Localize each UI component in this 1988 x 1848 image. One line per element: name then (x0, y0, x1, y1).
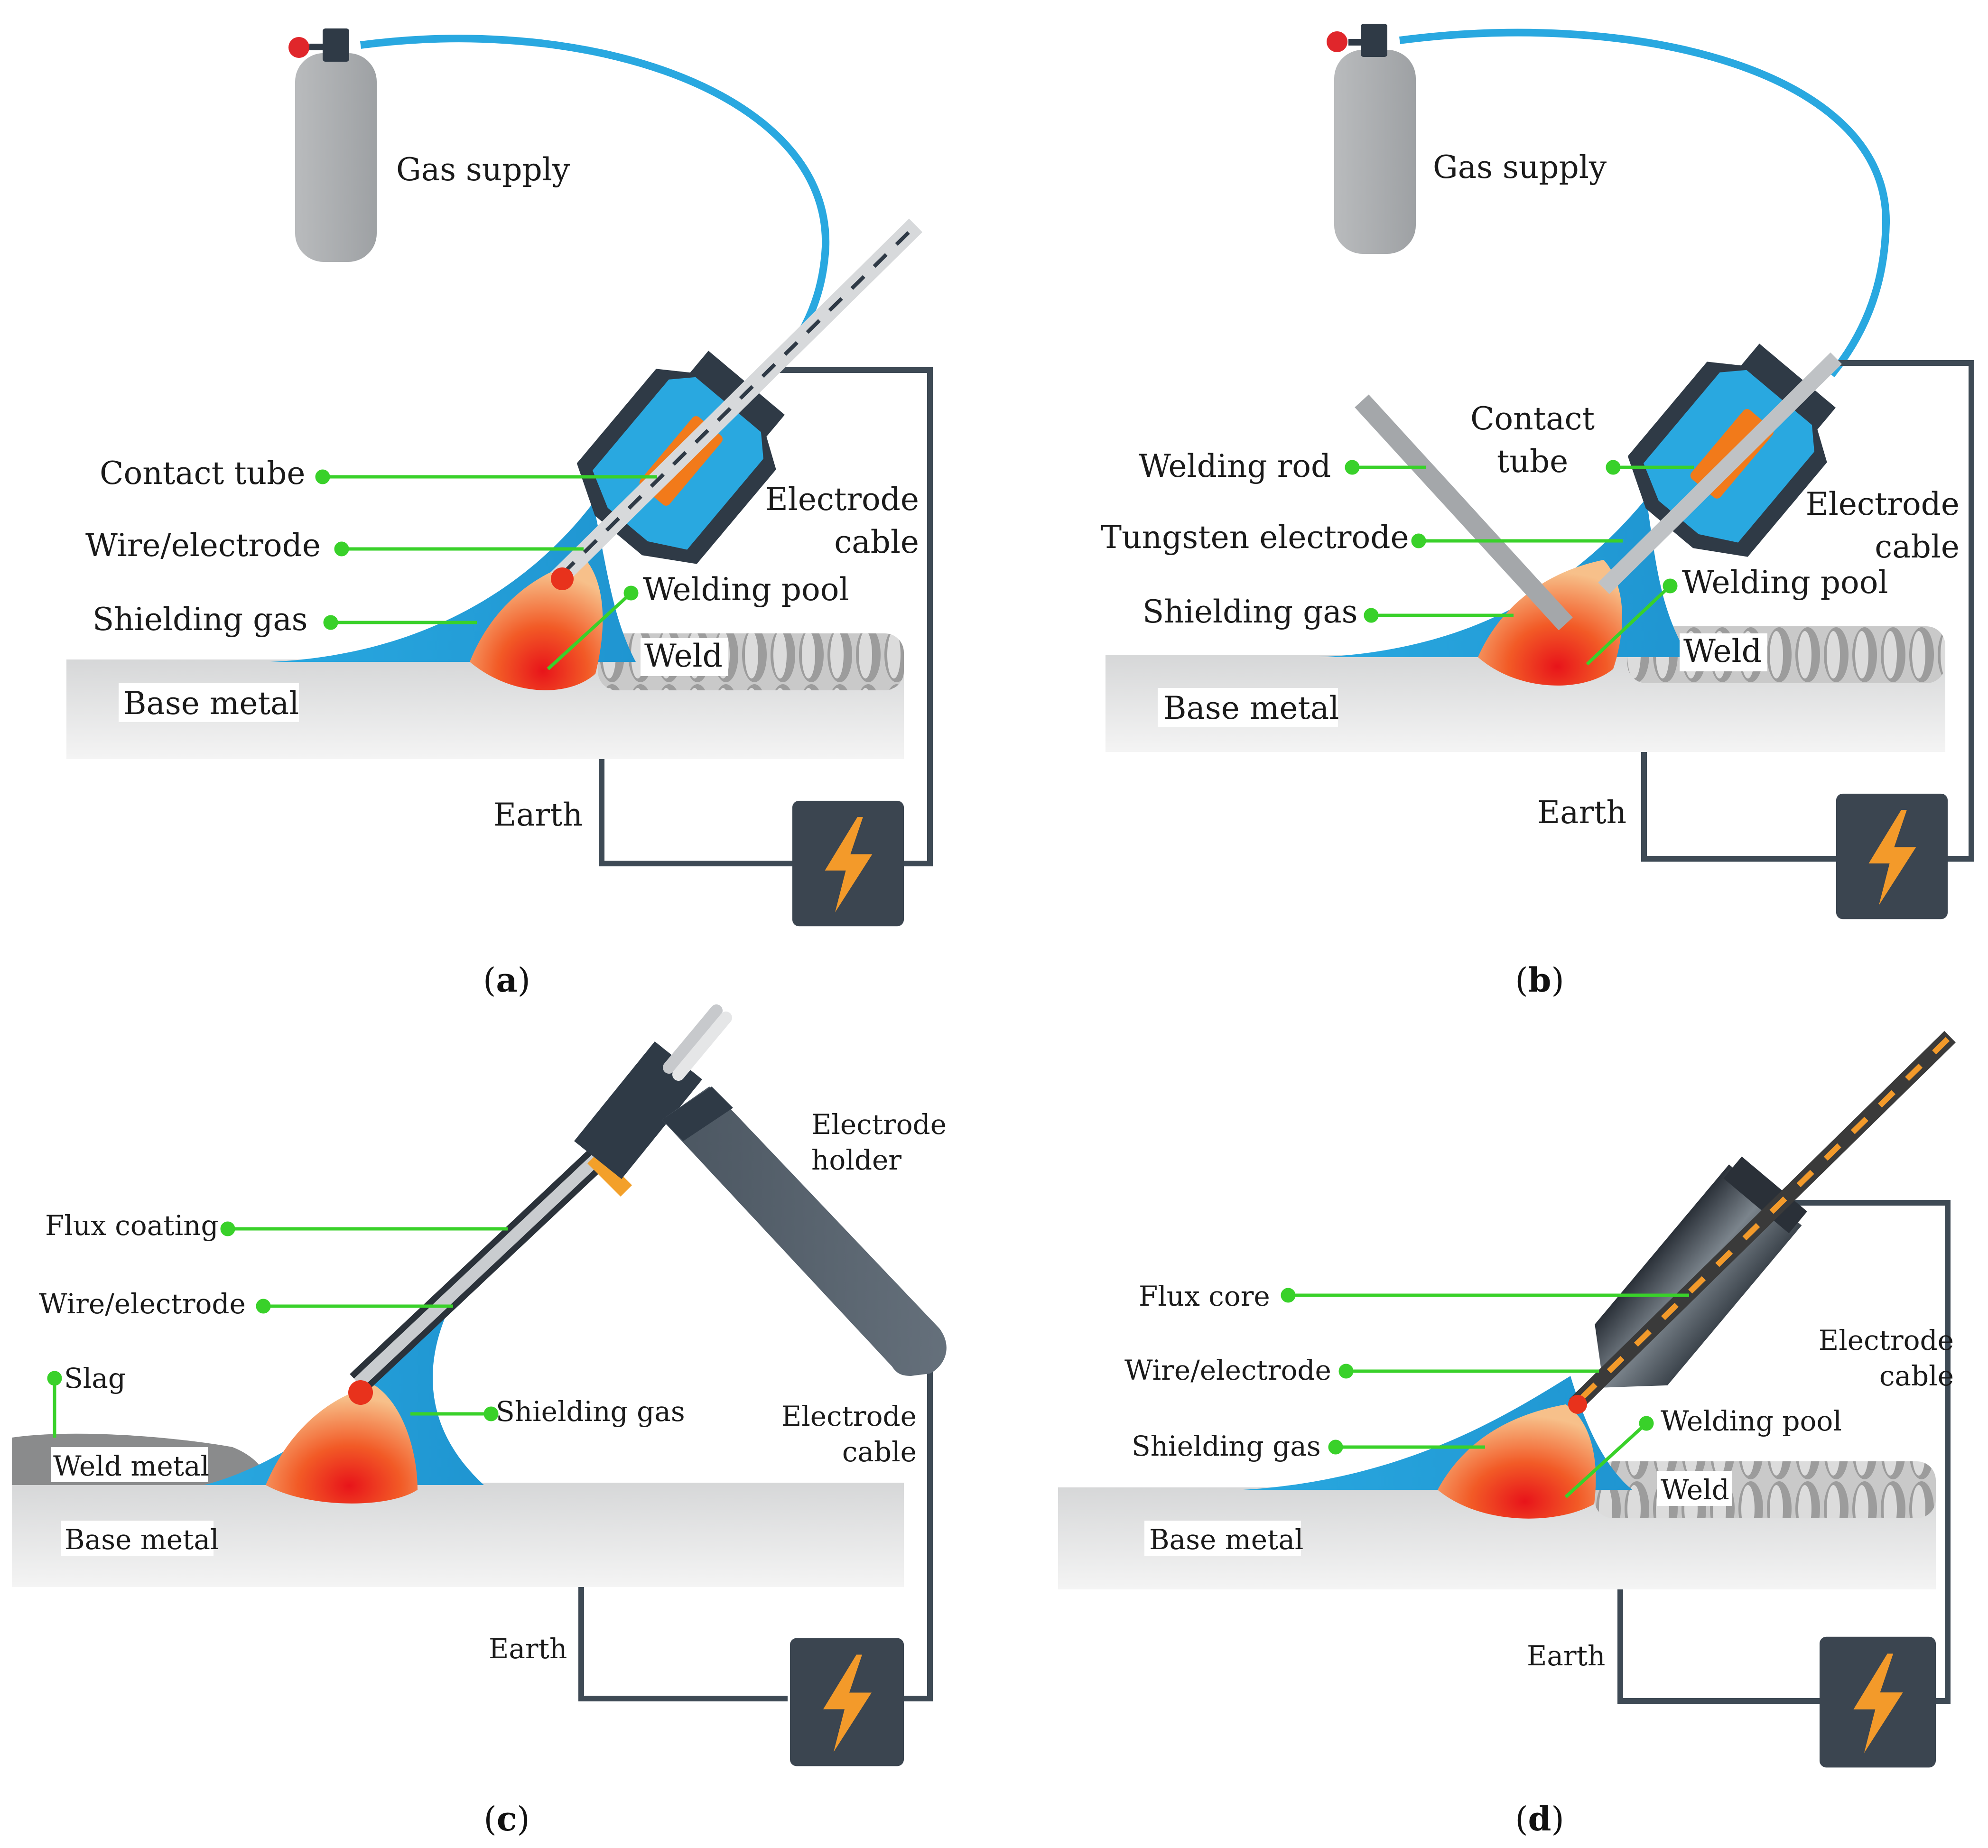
label-weld: Weld (644, 638, 723, 674)
label-gas-supply: Gas supply (1433, 149, 1607, 186)
caption-d: (d) (1515, 1799, 1564, 1839)
electrode-holder-icon (348, 1004, 947, 1405)
leader-lines (1281, 1288, 1689, 1498)
gas-hose (1399, 28, 1890, 377)
label-flux-coating: Flux coating (45, 1209, 219, 1242)
label-weld-bg (1657, 1471, 1732, 1506)
label-welding-rod: Welding rod (1139, 448, 1331, 484)
label-contact-tube-1: Contact (1470, 400, 1595, 437)
label-weld-metal-bg (51, 1447, 208, 1482)
power-source-icon (1820, 1636, 1936, 1768)
welding-pool-shape (266, 1385, 418, 1504)
weld-bead (1594, 1461, 1936, 1518)
panel-b: Gas supply Contact tube Welding rod Tung… (1101, 24, 1974, 1000)
earth-cable (1617, 1573, 1822, 1704)
shielding-gas-shape (204, 1295, 484, 1485)
label-base-metal-bg (119, 683, 299, 722)
wire-tip (551, 567, 574, 590)
label-base-metal: Base metal (1149, 1523, 1304, 1556)
welding-pool-shape (1438, 1404, 1596, 1519)
label-electrode-cable-1: Electrode (1806, 486, 1960, 522)
panel-a: Contact tube Wire/electrode Shielding ga… (66, 28, 933, 1000)
label-welding-pool: Welding pool (643, 571, 849, 608)
label-electrode-cable-2: cable (834, 524, 919, 560)
leader-lines (47, 1221, 508, 1438)
label-electrode-cable-2: cable (1879, 1360, 1954, 1392)
label-electrode-cable-1: Electrode (781, 1400, 917, 1432)
label-gas-supply: Gas supply (396, 151, 570, 188)
caption-b: (b) (1515, 960, 1564, 1000)
flux-core-stripes (1578, 1037, 1950, 1402)
gas-cylinder-icon (1327, 24, 1416, 254)
label-earth: Earth (493, 797, 583, 833)
label-electrode-cable-1: Electrode (1819, 1324, 1954, 1356)
electrode-cable (1827, 360, 1974, 862)
power-source-icon (792, 800, 904, 927)
label-flux-core: Flux core (1139, 1280, 1270, 1312)
label-earth: Earth (489, 1633, 567, 1665)
label-wire-electrode: Wire/electrode (39, 1288, 246, 1320)
wire-tip (1568, 1395, 1587, 1414)
label-weld-bg (641, 638, 728, 676)
label-slag: Slag (64, 1362, 126, 1394)
welding-pool-shape (1478, 560, 1622, 686)
label-weld-metal: Weld metal (53, 1450, 209, 1482)
panel-d: Flux core Wire/electrode Shielding gas E… (1058, 1031, 1956, 1839)
electrode-cable (766, 367, 933, 866)
caption-a: (a) (483, 960, 530, 1000)
label-electrode-holder-1: Electrode (811, 1108, 947, 1141)
label-earth: Earth (1537, 794, 1626, 831)
power-source-icon (790, 1638, 904, 1766)
label-welding-pool: Welding pool (1661, 1405, 1842, 1437)
label-base-metal: Base metal (1163, 690, 1339, 726)
tungsten-electrode (1598, 352, 1842, 594)
label-earth: Earth (1527, 1640, 1605, 1672)
welding-rod (1355, 394, 1573, 631)
label-base-metal-bg (1158, 688, 1338, 727)
label-electrode-cable-2: cable (842, 1436, 917, 1468)
label-base-metal-bg (61, 1521, 214, 1556)
label-wire-electrode: Wire/electrode (85, 527, 321, 564)
panel-c: Electrode holder Flux coating Wire/elect… (12, 1004, 947, 1839)
label-base-metal: Base metal (123, 685, 299, 722)
label-electrode-cable-2: cable (1875, 529, 1960, 565)
label-electrode-cable-1: Electrode (765, 481, 919, 518)
leader-lines (1345, 460, 1694, 666)
earth-cable (1641, 733, 1836, 862)
label-contact-tube-2: tube (1497, 443, 1568, 480)
label-shielding-gas: Shielding gas (1132, 1430, 1321, 1462)
welding-pool-shape (470, 560, 603, 690)
label-weld: Weld (1661, 1474, 1729, 1506)
gas-cylinder-icon (288, 28, 377, 262)
electrode-cable (901, 1366, 933, 1701)
power-source-icon (1836, 793, 1948, 919)
caption-c: (c) (483, 1799, 530, 1839)
label-shielding-gas: Shielding gas (496, 1395, 685, 1428)
earth-cable (599, 740, 792, 866)
label-wire-electrode: Wire/electrode (1124, 1354, 1331, 1386)
electrode-cable (1779, 1200, 1951, 1704)
label-shielding-gas: Shielding gas (93, 601, 308, 638)
label-base-metal-bg (1144, 1521, 1301, 1556)
label-weld-bg (1680, 633, 1767, 671)
label-base-metal: Base metal (65, 1523, 219, 1556)
leader-lines (315, 469, 657, 670)
label-tungsten-electrode: Tungsten electrode (1101, 519, 1409, 556)
earth-cable (578, 1568, 788, 1701)
label-weld: Weld (1683, 633, 1762, 669)
label-electrode-holder-2: holder (811, 1144, 901, 1176)
gas-hose (360, 35, 830, 410)
label-shielding-gas: Shielding gas (1143, 594, 1358, 630)
label-contact-tube: Contact tube (100, 455, 305, 492)
label-welding-pool: Welding pool (1682, 564, 1888, 601)
